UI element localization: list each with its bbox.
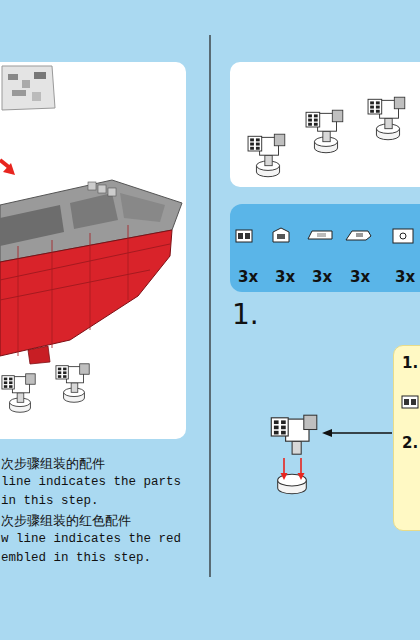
part-icon [393,229,413,243]
note: w line indicates the red [1,532,181,546]
turret-piece [56,364,89,402]
callout-box: 1. 2. [393,345,420,531]
note: embled in this step. [1,551,151,565]
note: line indicates the parts [1,475,181,489]
red-arrow [300,458,302,474]
parts-band: 3x 3x 3x 3x 3x [230,204,420,292]
turret-upper [271,415,317,454]
quantity: 3x [238,268,258,286]
turret-piece [2,374,35,412]
red-arrowhead [281,473,288,480]
quantity: 3x [395,268,415,286]
quantity: 3x [312,268,332,286]
turret-piece [306,110,343,153]
quantity: 3x [350,268,370,286]
part-icon [308,231,332,239]
part-icon [236,230,252,242]
parts-bag [2,66,55,110]
panel [230,62,420,187]
turret-piece [248,134,285,177]
note: in this step. [1,494,99,508]
red-arrowhead [298,473,305,480]
red-arrow [283,458,285,474]
part-icons [230,204,420,264]
arrowhead [322,429,332,437]
note: 次步骤组装的红色配件 [1,512,131,530]
turret-piece [368,97,405,140]
step-number: 1. [232,298,259,331]
leader-line [330,432,392,433]
part-icon [402,396,418,408]
boat-hull [0,180,182,364]
part-icon [346,231,371,240]
note: 次步骤组装的配件 [1,455,105,473]
panel [0,62,186,439]
callout-number: 2. [402,434,418,452]
quantity: 3x [275,268,295,286]
arrow [3,163,15,175]
divider [209,35,210,577]
callout-number: 1. [402,354,418,372]
part-icon [394,382,420,422]
part-icon [273,228,289,242]
